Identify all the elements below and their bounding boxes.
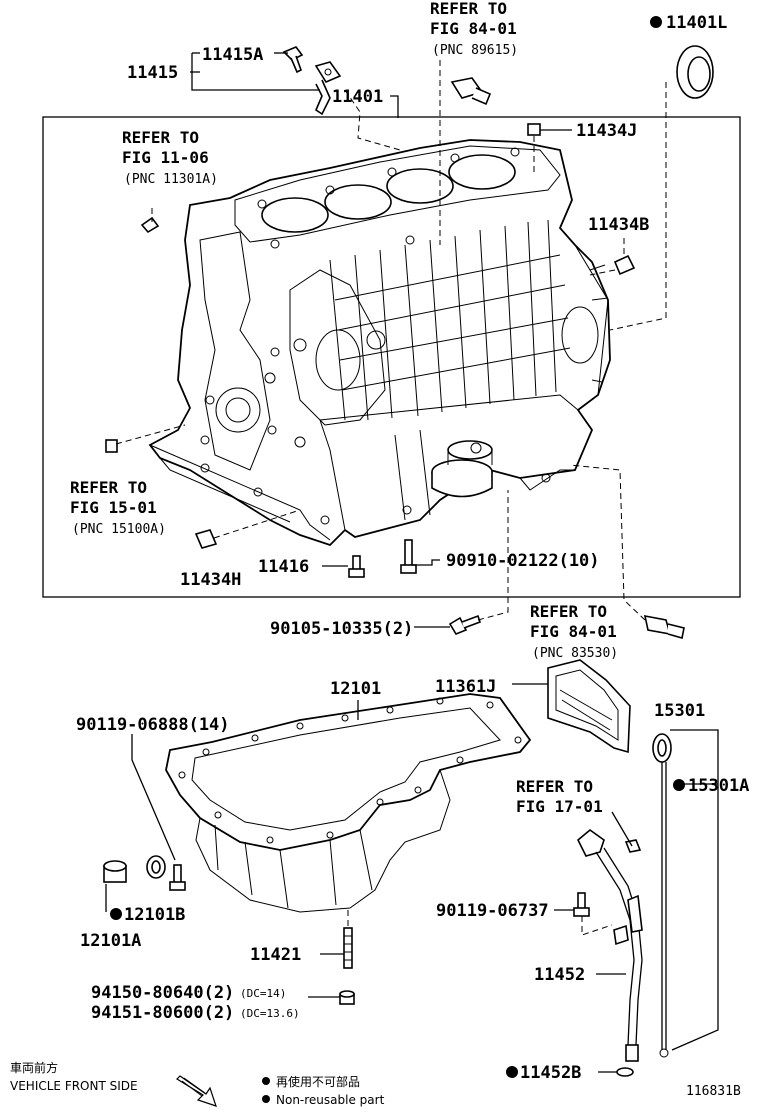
label-94151-note: (DC=13.6) — [240, 1007, 300, 1020]
label-90105: 90105-10335(2) — [270, 619, 413, 639]
ref4-pnc: (PNC 83530) — [532, 646, 618, 661]
label-90910: 90910-02122(10) — [446, 551, 600, 571]
non-reusable-dot-icon — [506, 1066, 518, 1078]
bolt-11416 — [348, 555, 365, 578]
label-11401: 11401 — [332, 87, 383, 107]
legend: 車両前方 VEHICLE FRONT SIDE 再使用不可部品 Non-reus… — [10, 1060, 385, 1107]
label-12101a: 12101A — [80, 931, 141, 951]
leader-lines — [105, 52, 719, 1073]
cylinder-block-drawing — [148, 139, 611, 547]
non-reusable-markers — [110, 16, 685, 1078]
ref1-line1: REFER TO — [430, 0, 507, 18]
dipstick-15301 — [652, 733, 672, 1058]
label-90119-06888: 90119-06888(14) — [76, 715, 230, 735]
ref3-line1: REFER TO — [70, 478, 147, 497]
ref2-pnc: (PNC 11301A) — [124, 172, 218, 187]
non-reusable-dot-icon — [110, 908, 122, 920]
label-12101b: 12101B — [124, 905, 185, 925]
non-reusable-dot-icon — [673, 779, 685, 791]
ref4-line2: FIG 84-01 — [530, 622, 617, 641]
ref3-pnc: (PNC 15100A) — [72, 522, 166, 537]
pin-11434j — [527, 123, 541, 136]
label-90119-06737: 90119-06737 — [436, 901, 549, 921]
gasket-12101b — [146, 855, 166, 879]
dipstick-guide-11452 — [573, 828, 643, 1077]
bolt-90105 — [448, 614, 482, 635]
front-arrow-icon — [176, 1075, 217, 1107]
ref2-line2: FIG 11-06 — [122, 148, 209, 167]
bolt-90119-06888 — [169, 864, 186, 891]
figure-number: 116831B — [686, 1084, 741, 1099]
label-11434j: 11434J — [576, 121, 637, 141]
label-11361j: 11361J — [435, 677, 496, 697]
drain-plug-12101a — [103, 860, 127, 883]
sensor-89615 — [450, 77, 492, 106]
legend-front-en: VEHICLE FRONT SIDE — [10, 1079, 138, 1093]
label-11434h: 11434H — [180, 570, 241, 590]
legend-nonreuse-jp: 再使用不可部品 — [276, 1074, 360, 1089]
nut-94150 — [339, 990, 355, 1005]
pin-left — [140, 216, 160, 234]
label-11415: 11415 — [127, 63, 178, 83]
pin-11434b — [613, 254, 636, 276]
label-12101: 12101 — [330, 679, 381, 699]
sensor-83530 — [643, 614, 685, 640]
ref5-line2: FIG 17-01 — [516, 797, 603, 816]
label-11416: 11416 — [258, 557, 309, 577]
label-11452: 11452 — [534, 965, 585, 985]
non-reusable-dot-icon — [650, 16, 662, 28]
legend-front-jp: 車両前方 — [10, 1060, 58, 1075]
label-94150-note: (DC=14) — [240, 987, 286, 1000]
ref4-line1: REFER TO — [530, 602, 607, 621]
oil-seal-11401l — [676, 45, 714, 99]
pin-15100a — [105, 439, 118, 453]
pin-11434h — [194, 529, 218, 549]
ref5-line1: REFER TO — [516, 777, 593, 796]
oil-jet-11415 — [314, 61, 342, 116]
label-94151: 94151-80600(2) — [91, 1003, 234, 1023]
ref2-line1: REFER TO — [122, 128, 199, 147]
label-94150: 94150-80640(2) — [91, 983, 234, 1003]
bolt-11415a — [282, 46, 304, 74]
non-reusable-dot-icon — [262, 1077, 270, 1085]
engine-block-frame — [42, 116, 741, 598]
ref1-pnc: (PNC 89615) — [432, 43, 518, 58]
baffle-plate-11361j — [547, 659, 631, 754]
label-11421: 11421 — [250, 945, 301, 965]
legend-nonreuse-en: Non-reusable part — [276, 1093, 385, 1107]
label-11452b: 11452B — [520, 1063, 581, 1083]
part-labels: 11415 11415A 11401 11401L 11434J 11434B … — [76, 13, 749, 1083]
stud-11421 — [343, 927, 353, 969]
label-11401l: 11401L — [666, 13, 727, 33]
reference-notes: REFER TO FIG 84-01 (PNC 89615) REFER TO … — [70, 0, 618, 816]
non-reusable-dot-icon — [262, 1095, 270, 1103]
ref3-line2: FIG 15-01 — [70, 498, 157, 517]
bolt-90910 — [400, 539, 417, 574]
ref1-line2: FIG 84-01 — [430, 19, 517, 38]
label-11434b: 11434B — [588, 215, 649, 235]
label-15301a: 15301A — [688, 776, 749, 796]
label-15301: 15301 — [654, 701, 705, 721]
oil-pan-12101 — [165, 693, 532, 913]
label-11415a: 11415A — [202, 45, 263, 65]
